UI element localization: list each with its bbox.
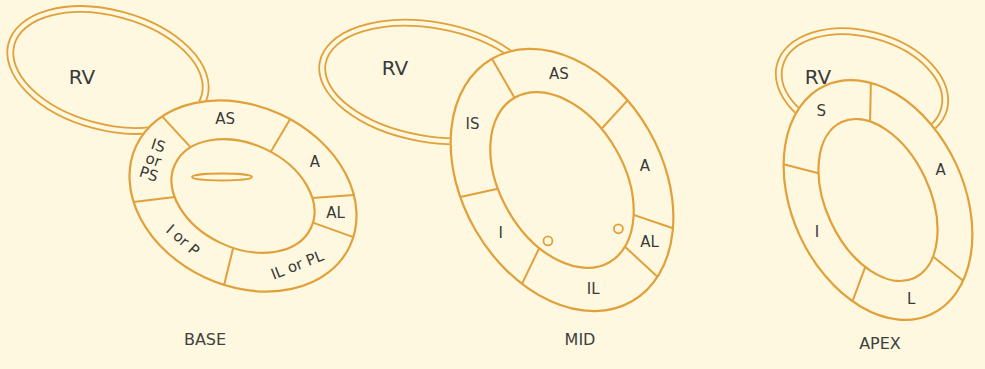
papillary-muscle — [614, 224, 623, 233]
segment-divider — [522, 248, 539, 284]
segment-divider — [460, 189, 498, 197]
view-caption: MID — [565, 332, 596, 349]
segment-divider — [312, 195, 354, 198]
rv-outline — [3, 2, 213, 138]
chamber-label: RV — [382, 57, 408, 79]
segment-divider — [224, 248, 233, 285]
right-ventricle: RV — [3, 2, 213, 138]
segment-label: IL — [587, 282, 600, 298]
lv-outer-wall — [747, 49, 985, 350]
segment-divider — [271, 119, 290, 152]
segment-label: I — [815, 225, 819, 241]
rv-wall — [771, 24, 952, 150]
segment-divider — [602, 100, 628, 128]
segment-divider — [625, 247, 657, 277]
segment-divider — [492, 59, 515, 98]
segment-label: A — [935, 163, 945, 179]
chamber-label: RV — [805, 66, 831, 88]
segment-label: AS — [215, 112, 235, 128]
segment-label: L — [907, 292, 915, 308]
rv-outline — [315, 15, 545, 148]
rv-wall — [315, 15, 545, 148]
segment-label: AL — [640, 235, 659, 251]
lv-outer-wall — [98, 65, 388, 328]
lv-ring — [405, 9, 718, 351]
lv-inner-wall — [461, 67, 663, 294]
mitral-valve-slit — [192, 174, 252, 181]
lv-ring — [747, 49, 985, 350]
lv-ring — [98, 65, 388, 328]
segment-label: IS — [466, 117, 480, 133]
rv-wall — [3, 2, 213, 138]
segment-divider — [853, 267, 866, 301]
lv-inner-wall — [153, 117, 333, 275]
segment-divider — [869, 83, 872, 122]
segment-divider — [634, 215, 673, 228]
right-ventricle: RV — [771, 24, 952, 150]
right-ventricle: RV — [315, 15, 545, 148]
papillary-muscle — [543, 236, 552, 245]
view-caption: BASE — [184, 332, 226, 349]
view-caption: APEX — [859, 336, 901, 353]
segment-divider — [313, 223, 353, 237]
chamber-label: RV — [69, 66, 95, 88]
segment-label: AL — [326, 206, 345, 222]
rv-outline — [771, 24, 952, 150]
rv-wall — [316, 15, 544, 148]
segment-divider — [784, 164, 819, 173]
segment-label: A — [640, 159, 650, 175]
segment-divider — [134, 197, 175, 202]
segment-divider — [933, 257, 963, 281]
segment-label: S — [816, 104, 826, 120]
lv-outer-wall — [405, 9, 718, 351]
rv-wall — [771, 24, 952, 150]
segment-label: AS — [549, 67, 569, 83]
segment-label: I — [498, 226, 502, 242]
rv-wall — [3, 2, 213, 138]
segment-label: A — [310, 155, 320, 171]
